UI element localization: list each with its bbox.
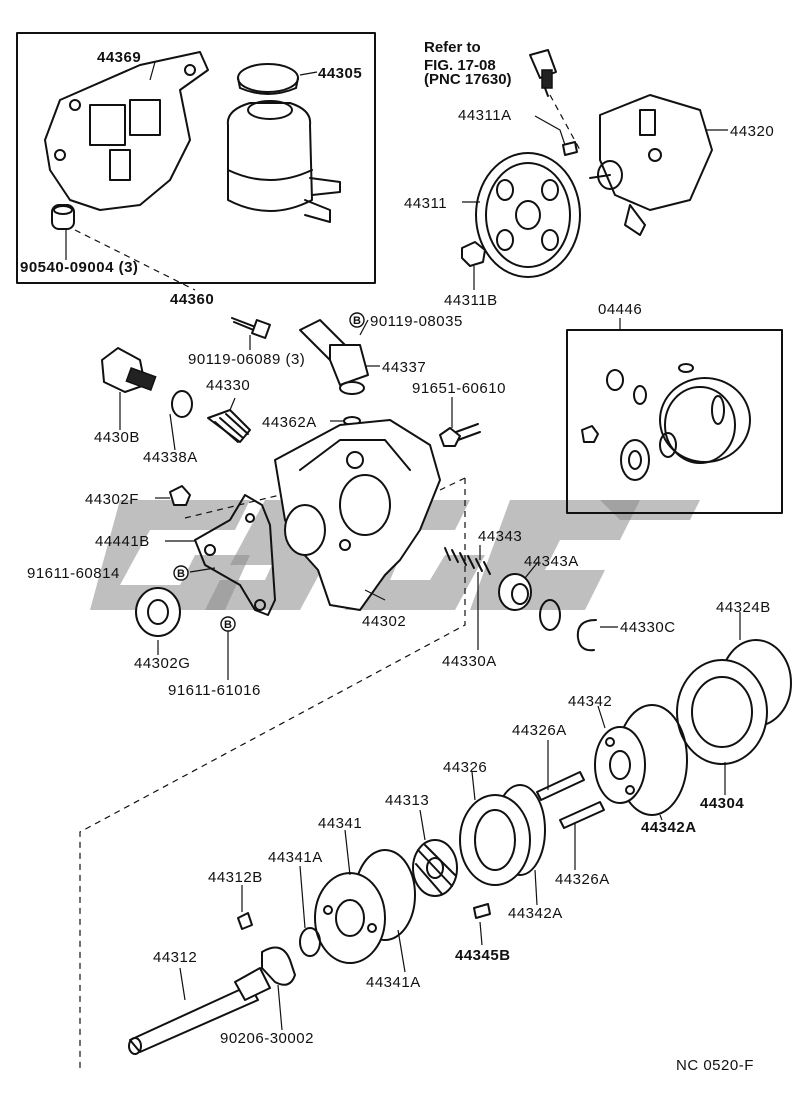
pressure-switch-connector xyxy=(529,49,557,97)
label-44345B: 44345B xyxy=(455,947,511,964)
grommet-90540 xyxy=(51,204,75,230)
label-44312: 44312 xyxy=(153,949,197,966)
side-plate-44341 xyxy=(314,849,416,964)
control-valve-4430B xyxy=(101,347,157,393)
label-44326A-top: 44326A xyxy=(512,722,567,739)
nut-44311B xyxy=(461,241,486,267)
svg-text:B: B xyxy=(353,315,361,327)
figure-code: NC 0520-F xyxy=(676,1057,754,1074)
plug-44343A xyxy=(498,573,532,611)
label-44330A: 44330A xyxy=(442,653,497,670)
spring-44343 xyxy=(444,547,491,575)
ref-note-line1: Refer to xyxy=(424,39,481,56)
bolt-90119-06089 xyxy=(231,317,271,339)
svg-text:B: B xyxy=(224,619,232,631)
bushing-44302G xyxy=(135,587,181,637)
label-44304: 44304 xyxy=(700,795,744,812)
label-44343: 44343 xyxy=(478,528,522,545)
label-44341A-bottom: 44341A xyxy=(366,974,421,991)
label-44324B: 44324B xyxy=(716,599,771,616)
pump-assembly-44320 xyxy=(589,94,713,236)
label-44362A: 44362A xyxy=(262,414,317,431)
bolt-91651-60610 xyxy=(439,423,481,447)
snap-ring-44330C xyxy=(576,619,597,652)
label-44341A-top: 44341A xyxy=(268,849,323,866)
label-44312B: 44312B xyxy=(208,869,263,886)
label-44343A: 44343A xyxy=(524,553,579,570)
label-44330C: 44330C xyxy=(620,619,676,636)
pulley-44311 xyxy=(475,152,581,278)
svg-text:B: B xyxy=(177,568,185,580)
label-90119-06089: 90119-06089 (3) xyxy=(188,351,305,368)
label-44342A-bottom: 44342A xyxy=(508,905,563,922)
label-44342: 44342 xyxy=(568,693,612,710)
bolt-marker-3: B xyxy=(220,616,236,632)
gasket-90206 xyxy=(261,946,296,986)
side-plate-44342 xyxy=(594,704,688,816)
label-44342A-right: 44342A xyxy=(641,819,697,836)
label-44360: 44360 xyxy=(170,291,214,308)
kit-box-04446 xyxy=(566,329,783,514)
key-44311A xyxy=(562,141,578,156)
pin-44326A-bottom xyxy=(559,801,605,829)
label-91611-60814: 91611-60814 xyxy=(27,565,120,582)
label-44311: 44311 xyxy=(404,195,447,212)
label-44326: 44326 xyxy=(443,759,487,776)
label-44313: 44313 xyxy=(385,792,429,809)
oring-44341A xyxy=(299,927,321,957)
vane-44345B xyxy=(473,903,491,919)
label-91611-61016: 91611-61016 xyxy=(168,682,261,699)
label-44302: 44302 xyxy=(362,613,406,630)
ref-note-line2: FIG. 17-08 xyxy=(424,57,496,74)
oring-44343A xyxy=(539,599,561,631)
label-44305: 44305 xyxy=(318,65,362,82)
label-44326A-bottom: 44326A xyxy=(555,871,610,888)
label-44337: 44337 xyxy=(382,359,426,376)
label-44302G: 44302G xyxy=(134,655,190,672)
valve-spring-44330 xyxy=(207,409,251,443)
label-44341: 44341 xyxy=(318,815,362,832)
reservoir-group-box xyxy=(16,32,376,284)
label-90540: 90540-09004 (3) xyxy=(20,259,138,276)
pump-housing-44302 xyxy=(274,419,441,611)
bracket-plate-44369 xyxy=(44,51,209,211)
label-90119-08035: 90119-08035 xyxy=(370,313,463,330)
cover-44304 xyxy=(676,639,792,765)
label-4430B: 4430B xyxy=(94,429,140,446)
shaft-44312 xyxy=(128,967,271,1055)
label-44320: 44320 xyxy=(730,123,774,140)
label-44311A: 44311A xyxy=(458,107,512,124)
oring-44338A xyxy=(171,390,193,418)
label-44338A: 44338A xyxy=(143,449,198,466)
bolt-marker-1: B xyxy=(349,312,365,328)
label-44311B: 44311B xyxy=(444,292,498,309)
bracket-44441B xyxy=(194,494,276,616)
bolt-marker-2: B xyxy=(173,565,189,581)
leader-lines xyxy=(65,61,741,1031)
label-44369: 44369 xyxy=(97,49,141,66)
label-44330: 44330 xyxy=(206,377,250,394)
union-44337 xyxy=(299,319,369,395)
rotor-44313 xyxy=(412,839,458,897)
reservoir-44305 xyxy=(226,63,341,223)
nut-44302F xyxy=(169,485,191,506)
label-04446: 04446 xyxy=(598,301,642,318)
cam-ring-44326 xyxy=(459,784,546,886)
ref-note-line3: (PNC 17630) xyxy=(424,71,512,88)
pin-44326A-top xyxy=(536,771,585,801)
kit-contents xyxy=(581,363,751,481)
label-44302F: 44302F xyxy=(85,491,139,508)
label-91651: 91651-60610 xyxy=(412,380,506,397)
label-44441B: 44441B xyxy=(95,533,150,550)
label-90206: 90206-30002 xyxy=(220,1030,314,1047)
clip-44312B xyxy=(237,912,253,930)
